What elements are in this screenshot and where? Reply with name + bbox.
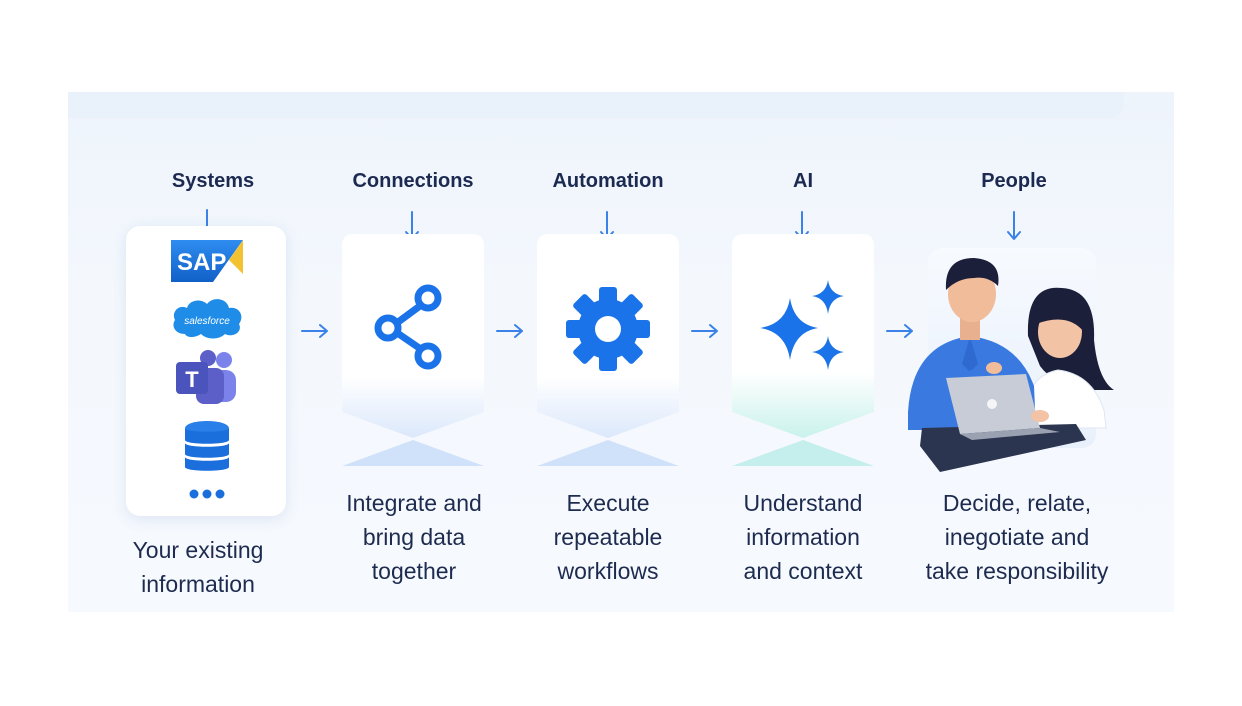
description-line: Integrate and bbox=[346, 490, 482, 516]
down-arrow-icon bbox=[1007, 211, 1021, 240]
gear-icon bbox=[566, 287, 650, 371]
description-line: Decide, relate, bbox=[942, 490, 1092, 516]
description-line: bring data bbox=[362, 524, 466, 550]
description-line: take responsibility bbox=[925, 558, 1109, 584]
salesforce-label: salesforce bbox=[184, 316, 230, 327]
description-line: information bbox=[746, 524, 860, 550]
right-arrow-icon bbox=[691, 324, 718, 338]
more-dots-icon bbox=[189, 489, 225, 499]
ai-card bbox=[732, 234, 874, 466]
title-automation: Automation bbox=[552, 170, 664, 192]
connections-card bbox=[342, 234, 484, 466]
description-line: repeatable bbox=[553, 524, 663, 550]
teams-logo: T bbox=[176, 350, 236, 404]
description-line: together bbox=[371, 558, 457, 584]
description-line: workflows bbox=[557, 558, 659, 584]
teams-label: T bbox=[185, 367, 199, 392]
title-ai: AI bbox=[793, 170, 813, 192]
description-connections: Integrate and bring data together bbox=[299, 486, 529, 588]
description-ai: Understand information and context bbox=[688, 486, 918, 588]
description-people: Decide, relate, inegotiate and take resp… bbox=[892, 486, 1142, 588]
title-systems: Systems bbox=[171, 170, 255, 192]
database-icon bbox=[185, 421, 229, 471]
salesforce-cloud-logo: salesforce bbox=[173, 299, 242, 339]
title-connections: Connections bbox=[352, 170, 474, 192]
sparkles-icon bbox=[760, 280, 844, 370]
panel-top-band bbox=[68, 92, 1124, 118]
share-network-icon bbox=[374, 284, 442, 370]
sap-logo: SAP bbox=[171, 240, 243, 282]
description-line: inegotiate and bbox=[944, 524, 1090, 550]
description-automation: Execute repeatable workflows bbox=[493, 486, 723, 588]
description-line: and context bbox=[743, 558, 863, 584]
description-line: Understand bbox=[743, 490, 863, 516]
right-arrow-icon bbox=[496, 324, 523, 338]
description-line: information bbox=[141, 571, 255, 597]
description-line: Execute bbox=[566, 490, 650, 516]
systems-card: SAP salesforce T bbox=[126, 226, 286, 516]
description-line: Your existing bbox=[132, 537, 264, 563]
title-people: People bbox=[981, 170, 1047, 192]
right-arrow-icon bbox=[301, 324, 328, 338]
sap-label: SAP bbox=[177, 249, 226, 276]
right-arrow-icon bbox=[886, 324, 913, 338]
description-systems: Your existing information bbox=[83, 533, 313, 601]
people-laptop-illustration bbox=[908, 248, 1114, 472]
